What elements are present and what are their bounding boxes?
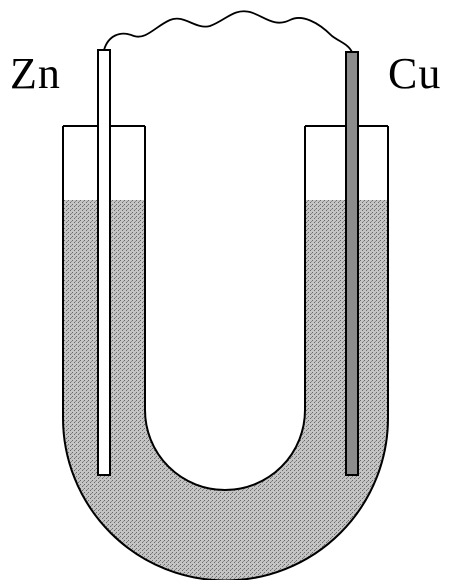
u-tube-outer-wall	[62, 126, 389, 580]
copper-electrode	[345, 51, 359, 476]
zinc-electrode-label: Zn	[10, 49, 61, 98]
connecting-wire	[103, 10, 353, 53]
u-tube-inner-wall	[144, 126, 306, 491]
copper-electrode-label: Cu	[388, 49, 442, 98]
zinc-electrode	[97, 49, 111, 476]
electrolyte-solution	[63, 200, 388, 580]
